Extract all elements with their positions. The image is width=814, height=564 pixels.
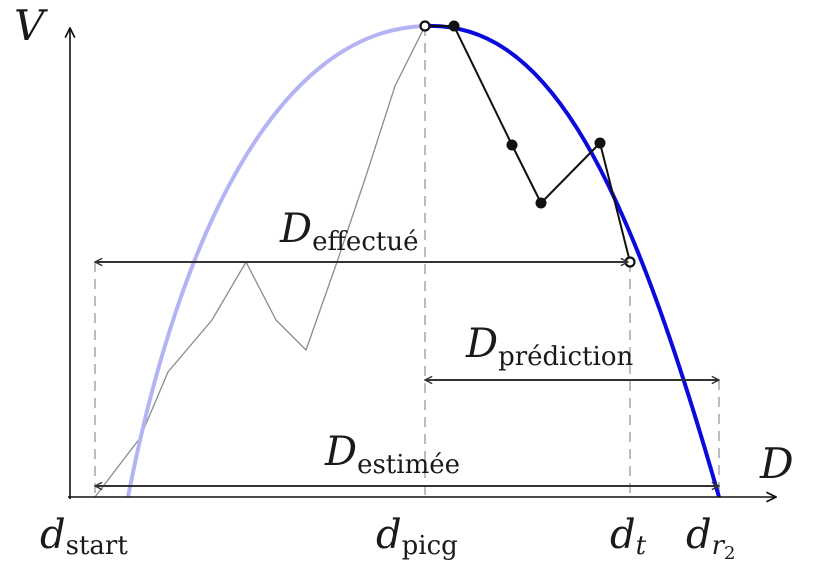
trajectory-point xyxy=(506,139,518,151)
label-effectue: Deffectué xyxy=(279,206,418,257)
y-axis-label: V xyxy=(14,1,48,50)
tick-t: dt xyxy=(610,512,647,561)
trajectory-point xyxy=(448,20,460,32)
x-axis-label: D xyxy=(759,439,794,488)
picg-point xyxy=(419,20,431,32)
trajectory-point xyxy=(535,197,547,209)
curve-future xyxy=(424,23,721,498)
tick-r2: dr2 xyxy=(686,512,736,564)
tick-picg: dpicg xyxy=(376,512,458,561)
tick-start: dstart xyxy=(40,512,128,561)
history-trace xyxy=(94,25,426,498)
curve-past xyxy=(126,24,426,498)
trajectory-point xyxy=(594,137,606,149)
label-prediction: Dprédiction xyxy=(465,321,633,372)
label-estimee: Destimée xyxy=(324,429,460,480)
